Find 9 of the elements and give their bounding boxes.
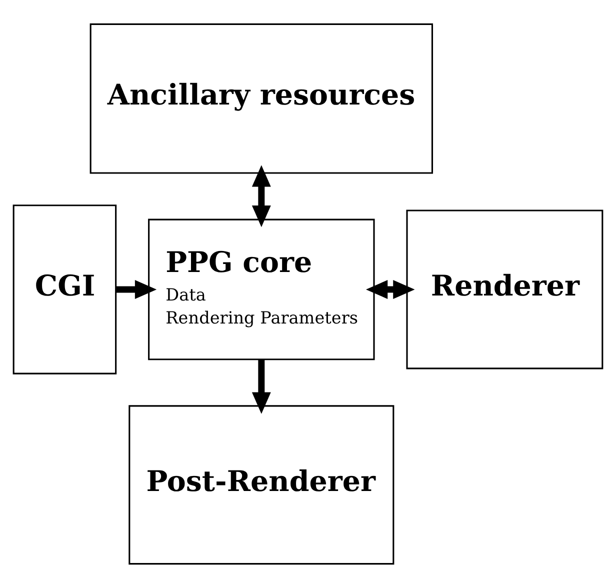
node-box: Ancillary resources <box>90 22 434 174</box>
arrow <box>366 280 415 298</box>
node-box: Post-Renderer <box>128 404 394 564</box>
node-box: Renderer <box>406 209 604 369</box>
arrow <box>252 164 271 227</box>
arrow <box>116 280 157 298</box>
arrow <box>252 359 271 414</box>
node-box: PPG core Data Rendering Parameters <box>148 218 375 360</box>
node-box: CGI <box>12 204 117 374</box>
